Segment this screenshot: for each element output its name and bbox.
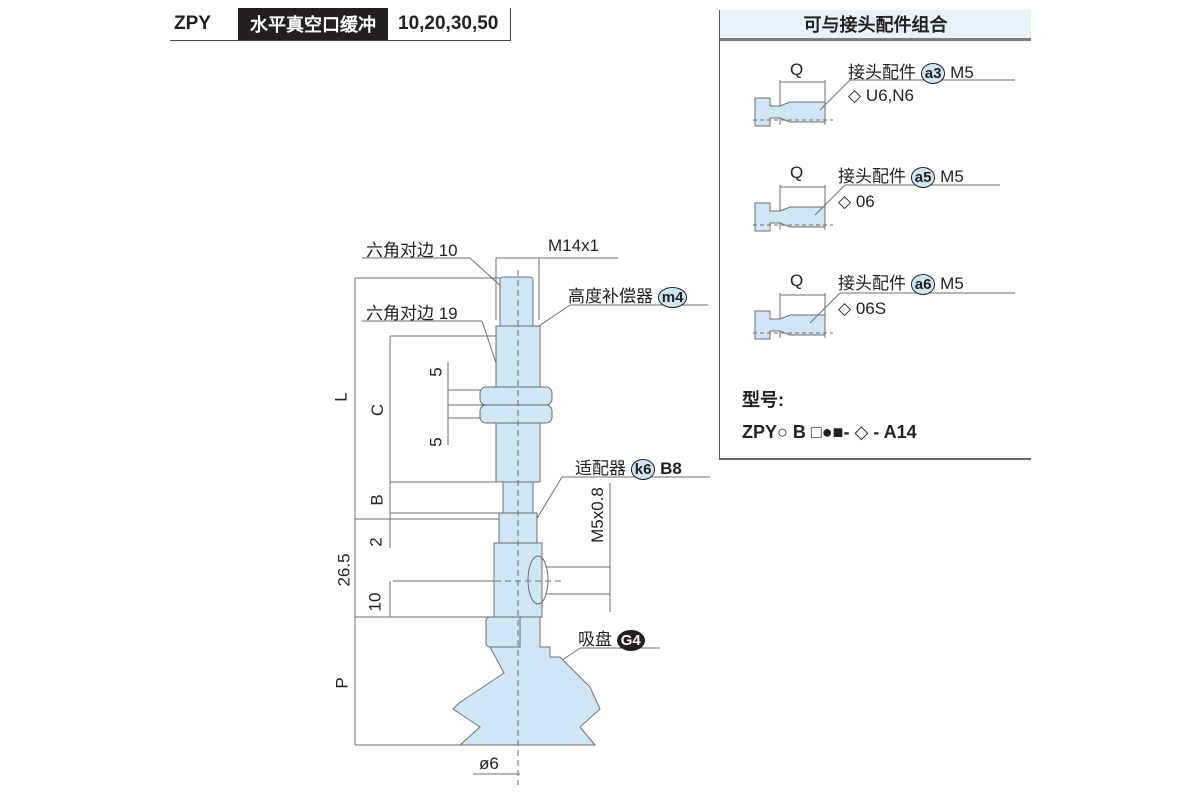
fitting-a6-q: Q [790, 271, 804, 290]
thread-m14-label: M14x1 [548, 236, 600, 255]
height-compensator-text: 高度补偿器 [568, 287, 653, 306]
dim-10: 10 [365, 592, 385, 612]
fitting-a5-label: 接头配件 [838, 167, 906, 186]
fitting-combination-panel: 可与接头配件组合 Q 接头配件 a3 M5 ◇ U6,N6 Q 接头配件 a5 … [719, 10, 1031, 460]
port-thread-label: M5x0.8 [587, 487, 607, 543]
dim-P: P [332, 677, 352, 689]
fitting-a6-label: 接头配件 [838, 274, 906, 293]
model-code: ZPY○ B □●■- ◇ - A14 [742, 422, 917, 442]
series-header: ZPY 水平真空口缓冲 10,20,30,50 [170, 8, 512, 41]
fitting-a3-option: ◇ U6,N6 [848, 86, 914, 105]
diamond-icon: ◇ [848, 86, 862, 105]
diamond-icon: ◇ [838, 299, 852, 318]
fitting-a3-badge: a3 [920, 63, 946, 84]
hex-10-label: 六角对边 10 [366, 241, 458, 260]
fitting-a5-option: ◇ 06 [838, 192, 875, 211]
fitting-a5-badge: a5 [910, 167, 936, 188]
suction-cup-text: 吸盘 [578, 630, 612, 649]
series-sizes: 10,20,30,50 [388, 8, 512, 40]
dim-diameter: ø6 [479, 754, 499, 773]
fitting-a5-q: Q [790, 163, 804, 182]
suction-cup-label: 吸盘 G4 [578, 625, 645, 651]
fitting-drawings [753, 79, 1015, 340]
dim-C: C [368, 403, 388, 417]
dim-5-top: 5 [426, 367, 446, 377]
fitting-a3: 接头配件 a3 M5 [848, 58, 974, 84]
dim-B: B [367, 494, 387, 506]
fitting-a6-thread: M5 [940, 274, 964, 293]
height-compensator-label: 高度补偿器 m4 [568, 282, 688, 308]
hex-19-label: 六角对边 19 [366, 304, 458, 323]
fitting-a3-q: Q [790, 60, 804, 79]
dim-5-bottom: 5 [426, 437, 446, 447]
diamond-icon: ◇ [838, 192, 852, 211]
fitting-a6-option: ◇ 06S [838, 299, 887, 318]
dim-26-5: 26.5 [334, 553, 354, 587]
fitting-a5: 接头配件 a5 M5 [838, 162, 964, 188]
adapter-label: 适配器 k6 B8 [575, 454, 682, 480]
adapter-badge: k6 [630, 459, 656, 480]
fitting-a3-label: 接头配件 [848, 63, 916, 82]
fitting-a3-thread: M5 [950, 63, 974, 82]
dim-2: 2 [366, 537, 386, 547]
fitting-a6: 接头配件 a6 M5 [838, 269, 964, 295]
adapter-suffix: B8 [660, 459, 682, 478]
height-compensator-badge: m4 [657, 287, 688, 308]
fitting-a6-badge: a6 [910, 274, 936, 295]
panel-title: 可与接头配件组合 [720, 10, 1031, 41]
adapter-text: 适配器 [575, 459, 626, 478]
series-code: ZPY [174, 13, 211, 34]
series-title: 水平真空口缓冲 [238, 8, 388, 40]
suction-cup-badge: G4 [616, 630, 645, 651]
dim-L: L [331, 392, 351, 402]
model-title: 型号: [742, 390, 784, 410]
fitting-a5-thread: M5 [940, 167, 964, 186]
